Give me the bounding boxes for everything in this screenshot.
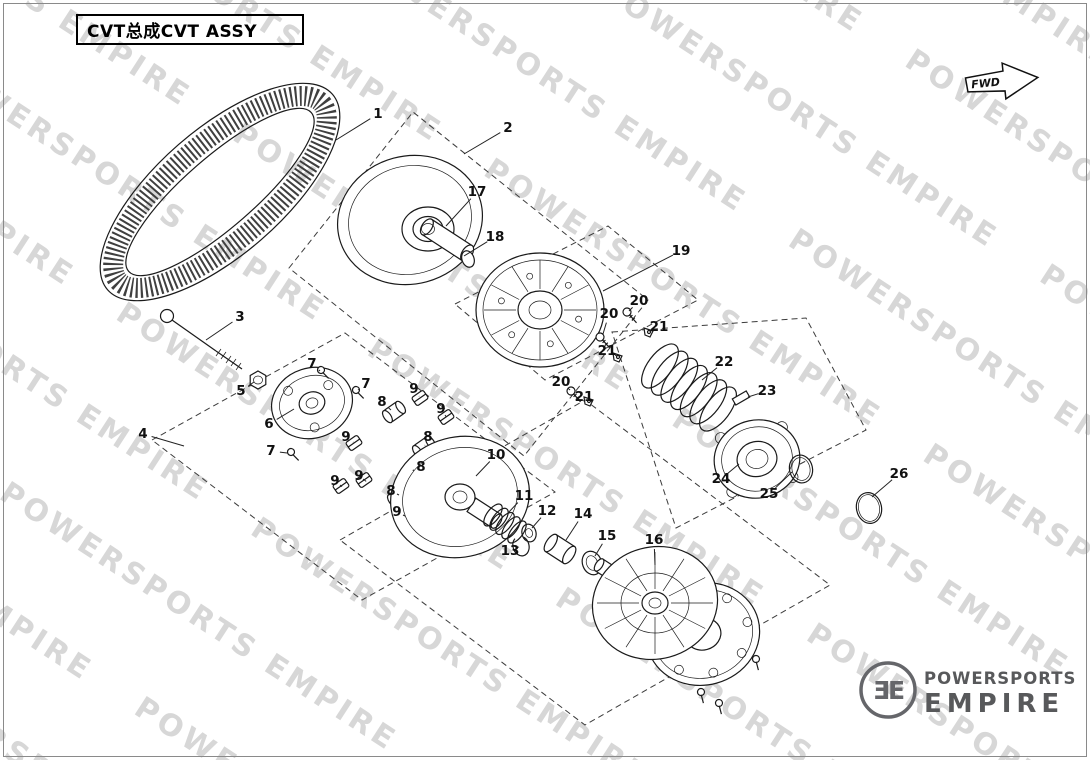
bushing <box>543 533 577 565</box>
spider-group-box <box>151 332 556 601</box>
drive-belt <box>99 82 341 302</box>
driven-movable-face <box>591 545 719 661</box>
brand-logo-graphic: ƎE POWERSPORTS EMPIRE <box>859 661 1076 719</box>
nut <box>249 370 267 390</box>
o-ring-large <box>855 492 883 524</box>
primary-bolt <box>159 308 243 371</box>
fwd-label: FWD <box>971 75 1001 91</box>
primary-clutch-group-box <box>288 111 649 457</box>
pin <box>731 390 751 406</box>
clutch-spring <box>641 343 737 432</box>
driven-clutch-group-box <box>339 399 831 726</box>
diagram-title-box: CVT总成CVT ASSY <box>76 14 304 45</box>
circlip <box>512 535 530 557</box>
diagram-title: CVT总成CVT ASSY <box>87 22 258 42</box>
small-spring <box>483 503 527 544</box>
driven-sheave <box>390 435 530 559</box>
fwd-arrow-icon: FWD <box>964 61 1040 101</box>
logo-line1: POWERSPORTS <box>924 669 1076 688</box>
fwd-direction-indicator: FWD <box>952 50 1062 116</box>
star-pulley <box>475 252 605 368</box>
o-ring-small <box>788 454 814 484</box>
leader-lines <box>151 118 893 566</box>
logo-monogram: ƎE <box>873 676 904 705</box>
spring-cover-group-box <box>611 317 867 529</box>
shaft-ring <box>461 250 475 268</box>
logo-line2: EMPIRE <box>924 689 1064 719</box>
primary-sheave <box>336 154 484 286</box>
spider-plate <box>270 366 354 440</box>
brand-logo: ƎE POWERSPORTS EMPIRE <box>856 650 1078 732</box>
logo-circle-icon <box>859 661 917 719</box>
washer <box>521 523 537 543</box>
spring-cover <box>713 419 801 499</box>
